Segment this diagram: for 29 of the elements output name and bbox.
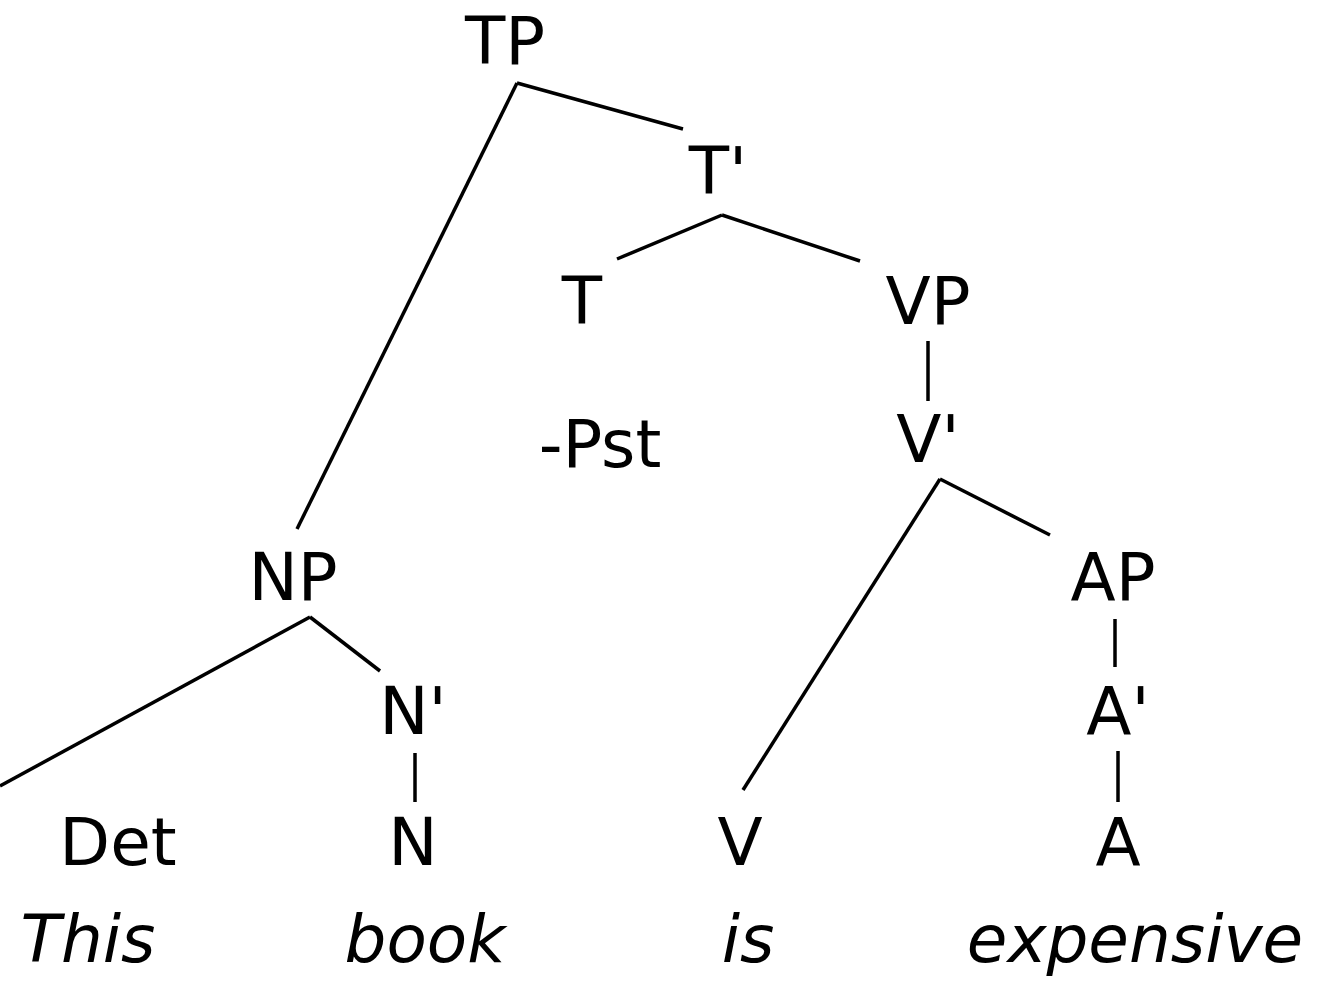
branch-line xyxy=(413,753,417,802)
tree-node-label: N' xyxy=(379,679,447,745)
word: This xyxy=(20,907,156,973)
branch-line xyxy=(1116,751,1120,802)
tree-node-label: T xyxy=(561,269,603,335)
branch-line xyxy=(616,213,723,261)
branch-line xyxy=(721,213,861,263)
tree-node-label: AP xyxy=(1070,545,1156,611)
branch-line xyxy=(1113,619,1117,667)
tree-node-label: NP xyxy=(248,545,338,611)
branch-line xyxy=(295,82,519,530)
tree-node-label: V xyxy=(717,810,763,876)
tense-feature: -Pst xyxy=(538,412,662,478)
tree-node-label: VP xyxy=(885,269,971,335)
tree-node-label: TP xyxy=(464,9,546,75)
branch-line xyxy=(939,477,1051,537)
tree-node-label: A' xyxy=(1086,679,1150,745)
tree-node-label: V' xyxy=(896,407,960,473)
branch-line xyxy=(0,615,311,788)
tree-node-label: A xyxy=(1095,810,1141,876)
branch-line xyxy=(516,81,684,131)
word: book xyxy=(344,907,506,973)
tree-node-label: N xyxy=(388,810,438,876)
tree-node-label: T' xyxy=(688,139,748,205)
branch-line xyxy=(926,341,930,401)
branch-line xyxy=(308,615,382,673)
branch-line xyxy=(741,478,942,791)
tree-node-label: Det xyxy=(59,810,177,876)
word: is xyxy=(721,907,775,973)
